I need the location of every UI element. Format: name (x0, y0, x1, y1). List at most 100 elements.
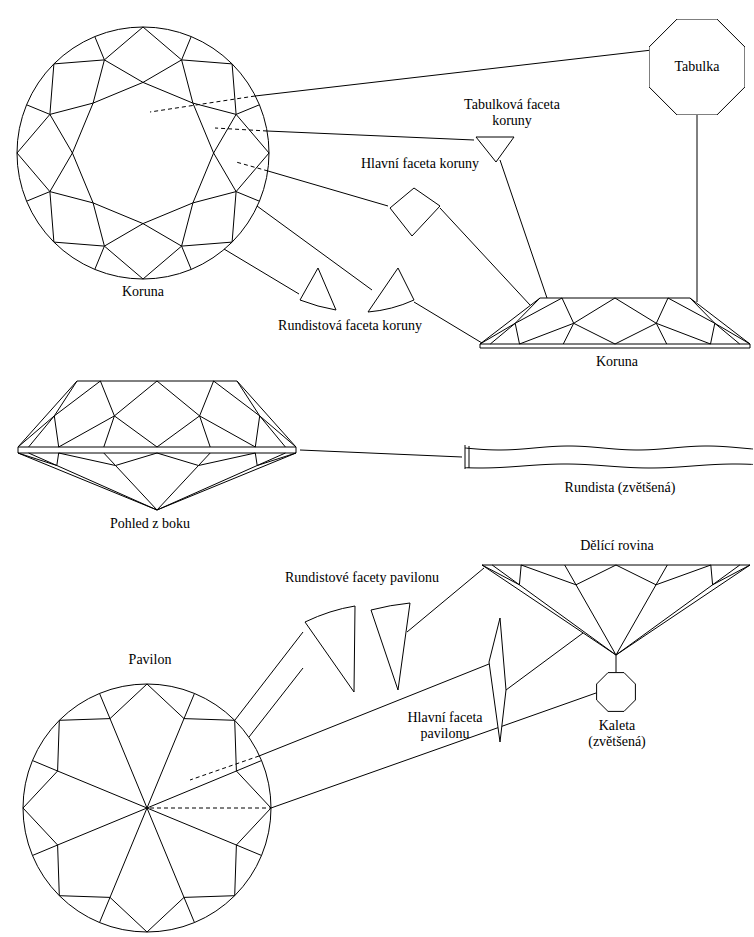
facet-line (237, 381, 296, 447)
part-label: Pohled z boku (110, 516, 190, 532)
facet-line (54, 381, 100, 416)
facet-line (182, 37, 192, 60)
facet-line (480, 344, 750, 345)
facet-line (199, 453, 211, 466)
facet-line (482, 565, 616, 655)
facet-line (147, 719, 184, 808)
leader-line (506, 633, 583, 690)
facet-line (236, 114, 269, 153)
facet-line (59, 416, 115, 447)
facet-line (32, 761, 57, 772)
leader-line (224, 249, 299, 294)
facet-line (668, 298, 715, 323)
leader-line (249, 668, 303, 737)
facet-line (236, 153, 269, 192)
facet-line (147, 808, 236, 845)
facet-line (182, 203, 193, 246)
facet-line (232, 64, 236, 115)
facet-line (214, 381, 260, 416)
facet-line (184, 897, 195, 922)
facet-line (200, 381, 214, 416)
facet-line (616, 585, 713, 655)
facet-line (482, 565, 750, 566)
part-label: Dělící rovina (580, 538, 653, 554)
facet-line (58, 720, 60, 771)
facet-line (29, 453, 57, 466)
facet-line (50, 192, 54, 243)
facet-line (490, 323, 515, 344)
facet-line (656, 323, 666, 344)
facet-line (143, 82, 193, 103)
facet-line (574, 323, 615, 344)
facet-line (59, 453, 116, 466)
facet-line (93, 60, 104, 103)
facet-line (565, 565, 576, 585)
facet-line (750, 344, 751, 348)
facet-line (50, 192, 93, 203)
facet-line (143, 203, 193, 224)
facet-line (18, 447, 296, 448)
leader-line (500, 160, 547, 298)
facet-line (236, 808, 271, 845)
facet-line (114, 416, 157, 447)
facet-line (656, 565, 667, 585)
girdle-edge (465, 446, 753, 450)
leader-line (236, 162, 268, 171)
facet-line (236, 845, 261, 856)
leader-line (697, 115, 698, 302)
facet-line (72, 153, 93, 203)
facet-line (182, 242, 233, 246)
leader-line (300, 450, 462, 457)
facet-shape (305, 606, 355, 692)
facet-line (157, 453, 199, 466)
facet-line (232, 192, 236, 243)
part-label: Hlavní faceta koruny (361, 156, 479, 172)
facet-line (562, 298, 574, 323)
part-label: Pavilon (129, 652, 172, 668)
facet-line (713, 565, 740, 585)
facet-line (54, 60, 105, 64)
facet-line (715, 323, 750, 344)
facet-line (482, 565, 519, 585)
facet-line (58, 771, 147, 808)
facet-shape (368, 268, 414, 312)
leader-lines (150, 50, 697, 808)
facet-line (54, 381, 77, 416)
facet-line (157, 381, 200, 416)
facet-line (57, 466, 157, 511)
facet-line (29, 416, 55, 447)
facet-line (23, 808, 58, 845)
part-label: Hlavní faceta pavilonu (399, 710, 491, 742)
leader-line (255, 50, 652, 96)
leader-line (268, 171, 388, 206)
facet-line (104, 27, 143, 60)
part-label: Rundistová faceta koruny (278, 318, 422, 334)
leader-line (271, 693, 596, 808)
facet-line (17, 114, 50, 153)
leader-line (150, 96, 255, 112)
facet-line (50, 114, 73, 153)
facet-line (72, 103, 93, 153)
leader-line (215, 128, 267, 131)
facet-line (715, 323, 740, 344)
facet-line (143, 60, 182, 83)
facet-line (18, 416, 54, 447)
facet-line (143, 27, 182, 60)
facet-line (95, 37, 105, 60)
facet-line (17, 153, 50, 192)
facet-line (193, 103, 214, 153)
facet-line (50, 103, 93, 114)
facet-line (480, 323, 515, 344)
facet-line (147, 897, 184, 932)
facet-line (200, 416, 256, 447)
facet-line (100, 693, 111, 718)
girdle-edge (465, 464, 753, 468)
facet-line (157, 466, 257, 511)
facet-line (519, 565, 521, 585)
facet-line (182, 60, 233, 64)
facet-line (143, 224, 182, 247)
facet-line (59, 719, 110, 721)
facet-line (576, 585, 616, 655)
facet-line (157, 416, 200, 447)
